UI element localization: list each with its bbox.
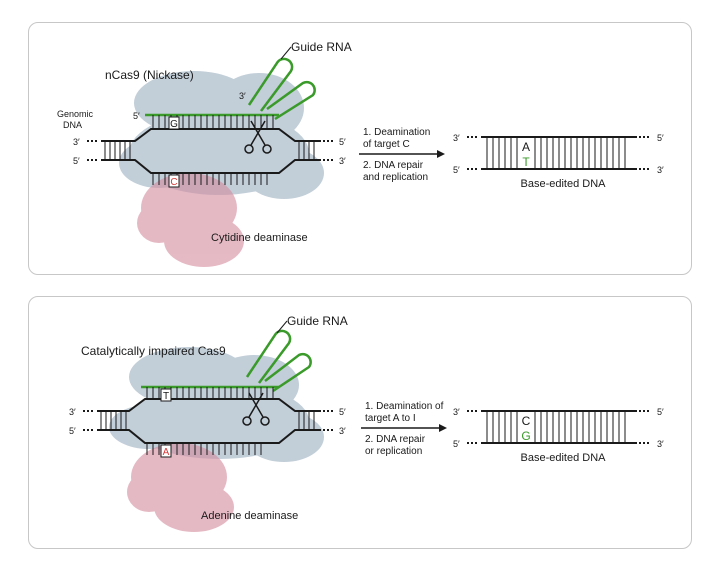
result-top-right-prime: 5′ <box>657 407 664 417</box>
result-top-right-prime: 5′ <box>657 133 664 143</box>
enzyme-label: nCas9 (Nickase) <box>105 68 194 82</box>
left-5prime: 5′ <box>69 426 76 436</box>
guide-rna <box>141 329 312 393</box>
result-base-bottom: G <box>521 429 530 443</box>
result-base-top: C <box>522 414 531 428</box>
guide-rna <box>145 57 316 121</box>
genomic-dna-label-line2: DNA <box>63 120 82 130</box>
guide-rna-pointer <box>276 320 288 334</box>
edited-dna-rungs <box>486 137 626 169</box>
dna-rungs-left <box>104 141 131 160</box>
left-3prime: 3′ <box>73 137 80 147</box>
rna-dna-rungs <box>152 115 274 129</box>
rna-dna-rungs <box>146 387 274 399</box>
left-3prime: 3′ <box>69 407 76 417</box>
right-3prime: 3′ <box>339 156 346 166</box>
single-strand-rungs <box>152 173 268 185</box>
left-5prime: 5′ <box>73 156 80 166</box>
svg-text:C: C <box>170 177 177 188</box>
deaminase-label: Cytidine deaminase <box>211 232 308 244</box>
adenine-editor-diagram: T A Catalytically impaired Cas9 Guide RN… <box>69 314 664 532</box>
right-5prime: 5′ <box>339 407 346 417</box>
dna-rungs-left <box>100 411 127 430</box>
arrow-head-icon <box>439 424 447 432</box>
arrow-head-icon <box>437 150 445 158</box>
result-bottom-left-prime: 5′ <box>453 439 460 449</box>
edited-dna-rungs <box>486 411 626 443</box>
target-base-top-box: G <box>168 116 180 130</box>
result-label: Base-edited DNA <box>521 452 607 464</box>
svg-text:A: A <box>163 447 170 458</box>
deaminase-protein-blob <box>127 443 234 532</box>
result-label: Base-edited DNA <box>521 178 607 190</box>
step2-line2: or replication <box>365 446 422 457</box>
step1-line1: 1. Deamination of <box>365 401 444 412</box>
result-bottom-left-prime: 5′ <box>453 165 460 175</box>
step2-line2: and replication <box>363 172 428 183</box>
guide-rna-pointer <box>280 46 292 60</box>
dna-rungs-right <box>298 141 315 160</box>
svg-text:T: T <box>163 391 169 402</box>
scissors-icon <box>242 392 270 426</box>
right-5prime: 5′ <box>339 137 346 147</box>
target-base-bottom-box: A <box>160 444 172 458</box>
genomic-dna-label-line1: Genomic <box>57 109 94 119</box>
result-bottom-right-prime: 3′ <box>657 439 664 449</box>
step2-line1: 2. DNA repair <box>365 434 426 445</box>
svg-text:G: G <box>170 119 178 130</box>
cas9-protein-blob <box>109 347 324 462</box>
result-base-top: A <box>522 140 530 154</box>
dna-rungs-right <box>298 411 315 430</box>
result-top-left-prime: 3′ <box>453 133 460 143</box>
step1-line2: target A to I <box>365 413 416 424</box>
step1-line2: of target C <box>363 139 410 150</box>
panel-cytidine-base-editor: G C nCas9 (Nickase) Guide RNA 3′ Genomic… <box>28 22 692 275</box>
enzyme-label: Catalytically impaired Cas9 <box>81 344 226 358</box>
step2-line1: 2. DNA repair <box>363 160 424 171</box>
single-strand-rungs <box>146 443 262 455</box>
deaminase-protein-blob <box>137 173 244 267</box>
right-3prime: 3′ <box>339 426 346 436</box>
cytidine-editor-diagram: G C nCas9 (Nickase) Guide RNA 3′ Genomic… <box>57 40 664 267</box>
target-base-bottom-box: C <box>168 174 180 188</box>
result-base-bottom: T <box>522 155 530 169</box>
top-strand-5prime: 5′ <box>133 111 140 121</box>
scissors-icon <box>244 120 272 154</box>
result-top-left-prime: 3′ <box>453 407 460 417</box>
target-base-top-box: T <box>160 388 172 402</box>
result-bottom-right-prime: 3′ <box>657 165 664 175</box>
guide-rna-label: Guide RNA <box>291 40 352 54</box>
deaminase-label: Adenine deaminase <box>201 510 298 522</box>
panel-adenine-base-editor: T A Catalytically impaired Cas9 Guide RN… <box>28 296 692 549</box>
guide-prime-label: 3′ <box>239 91 246 101</box>
guide-rna-label: Guide RNA <box>287 314 348 328</box>
step1-line1: 1. Deamination <box>363 127 430 138</box>
